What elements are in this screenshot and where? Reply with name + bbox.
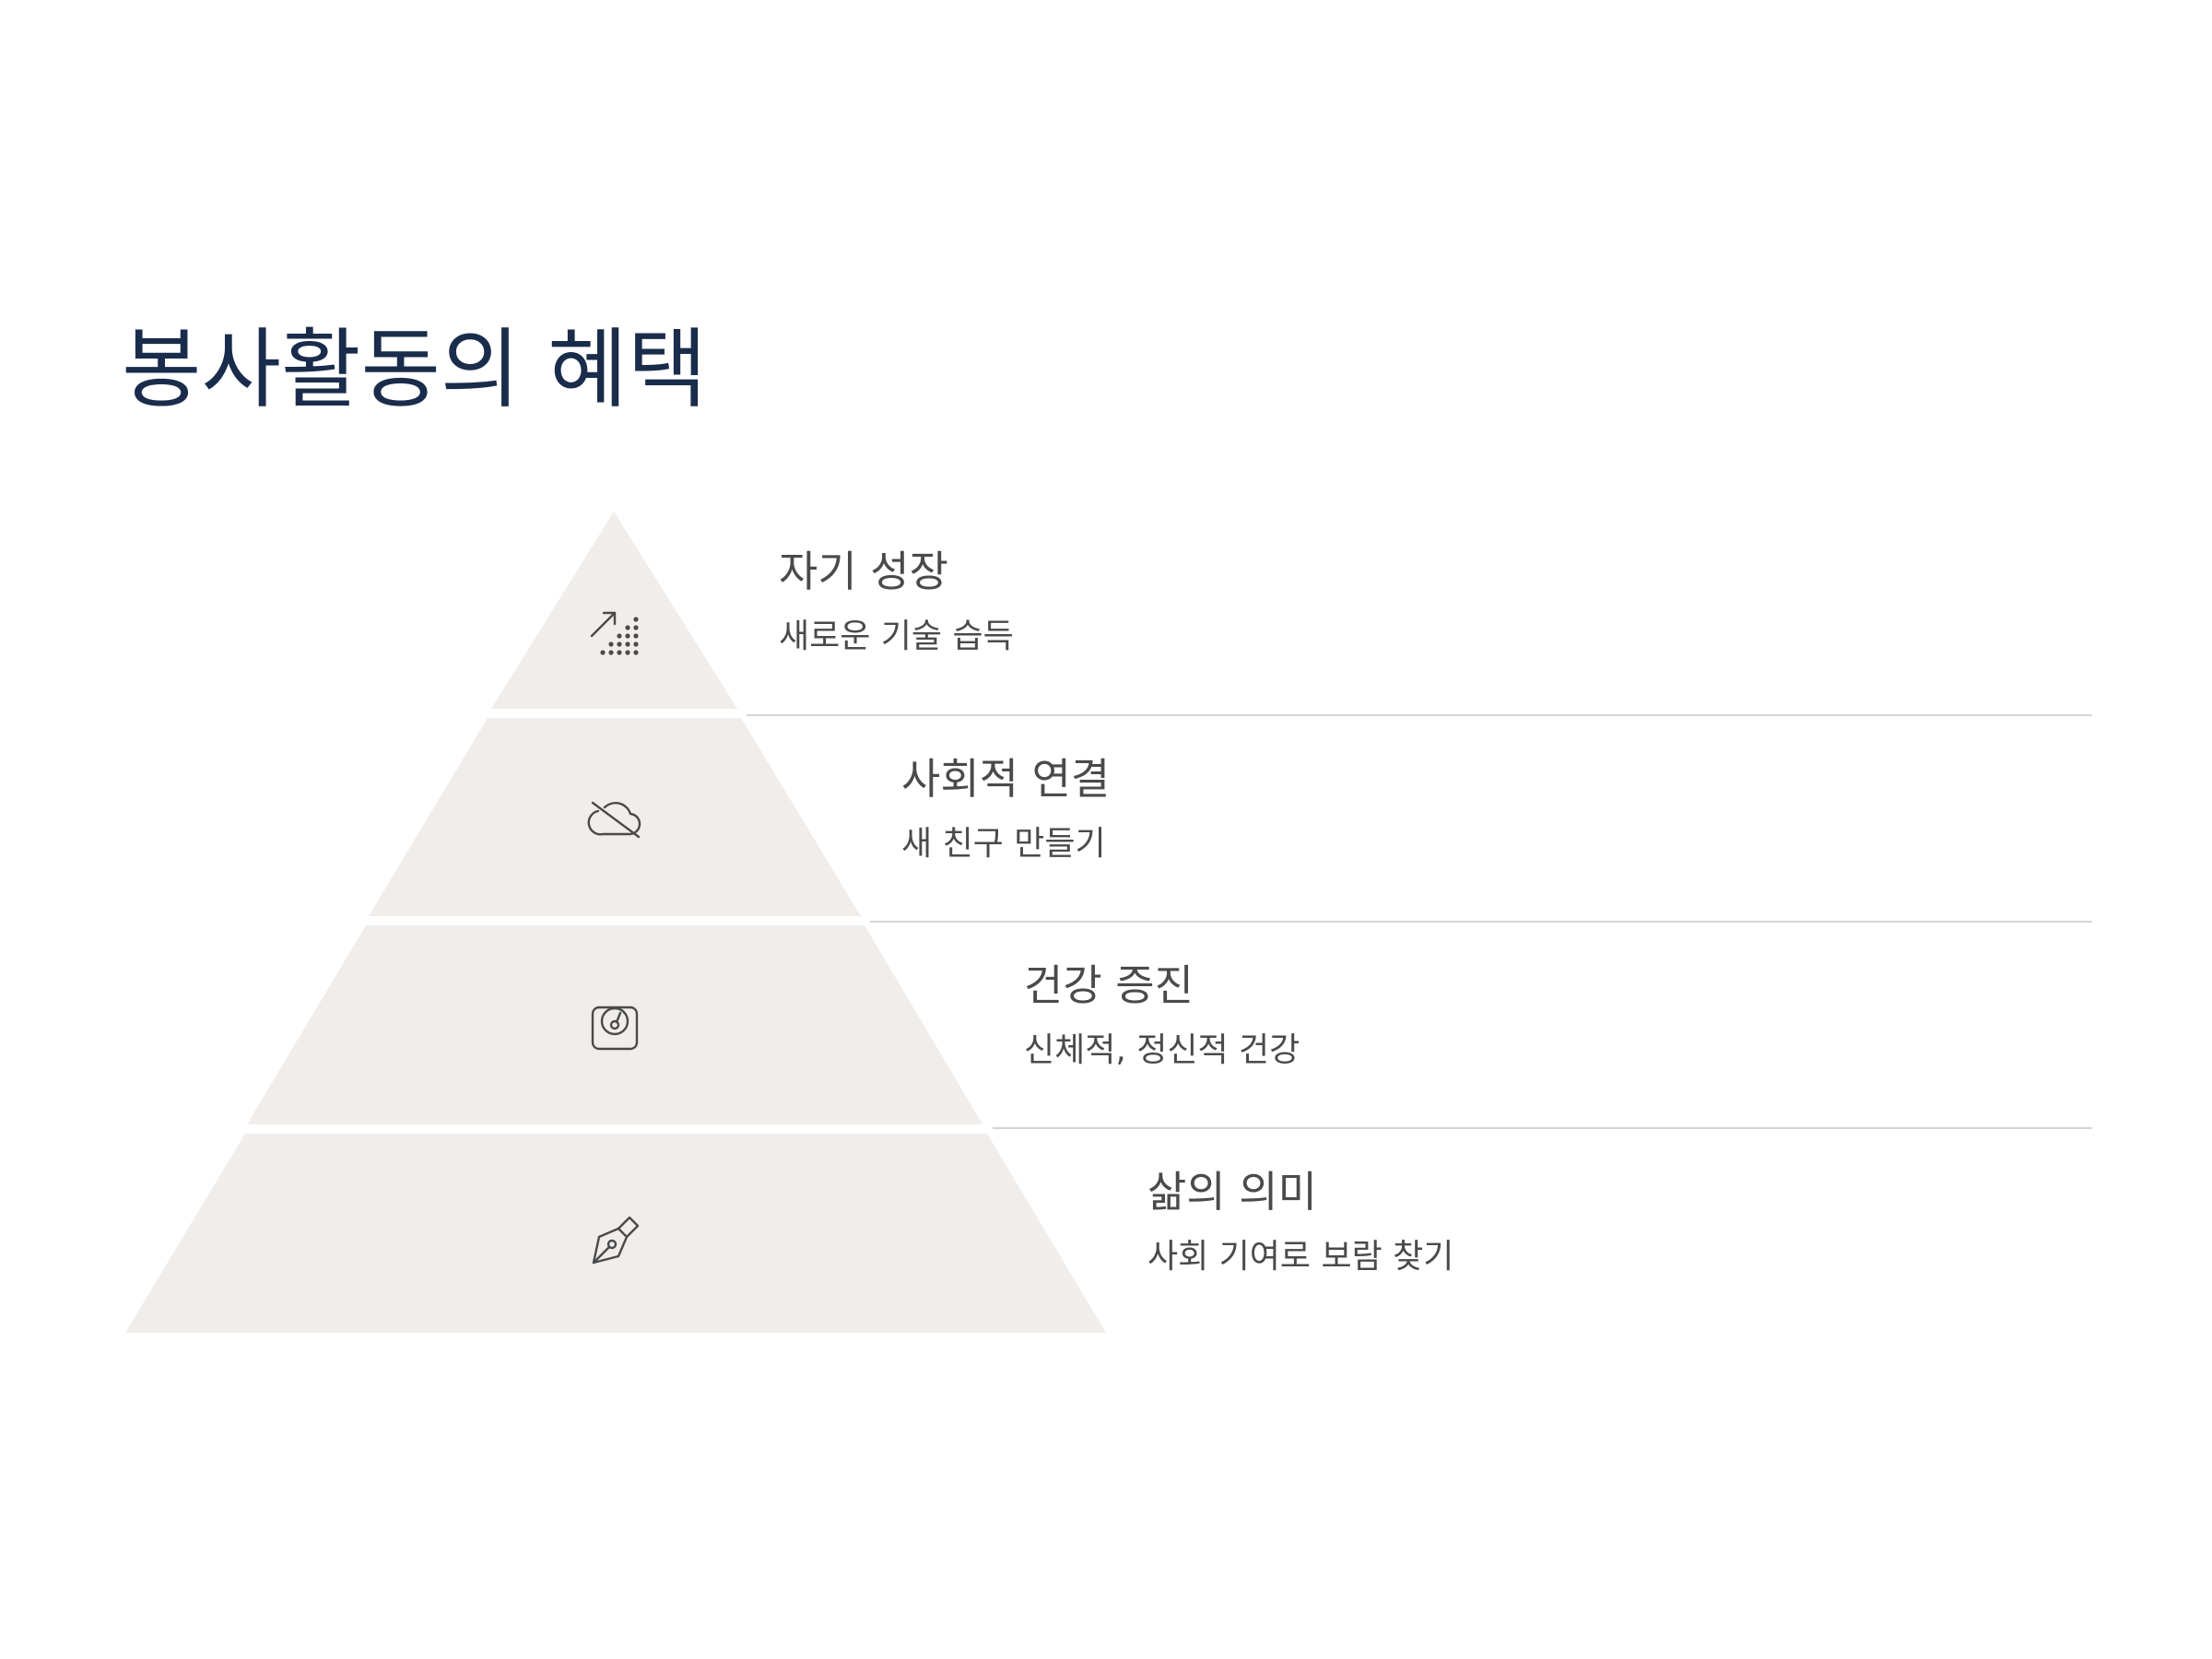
level-subtitle: 새로운 기술 습득 (779, 618, 1014, 655)
level-title: 사회적 연결 (901, 754, 1111, 804)
weighing-scale-icon (591, 1006, 639, 1051)
level-title: 건강 증진 (1024, 960, 1194, 1010)
fountain-pen-icon (592, 1216, 640, 1265)
level-3-text: 건강 증진 신체적, 정신적 건강 (1024, 964, 1300, 1067)
level-2-text: 사회적 연결 새 친구 만들기 (901, 758, 1110, 861)
level-4-text: 삶의 의미 사회 기여로 보람 찾기 (1147, 1171, 1453, 1274)
level-subtitle: 신체적, 정신적 건강 (1024, 1031, 1300, 1069)
level-1-text: 자기 성장 새로운 기술 습득 (779, 550, 1014, 653)
dividers (747, 714, 2092, 1129)
cloud-off-icon (587, 801, 641, 839)
level-title: 삶의 의미 (1147, 1167, 1317, 1217)
growth-chart-icon (590, 611, 639, 655)
pyramid-tier-1 (491, 512, 737, 709)
level-subtitle: 사회 기여로 보람 찾기 (1147, 1238, 1454, 1276)
page-title: 봉사활동의 혜택 (122, 320, 708, 420)
pyramid-tier-3 (247, 925, 982, 1124)
pyramid-tiers (125, 512, 1106, 1333)
pyramid-tier-2 (369, 718, 861, 916)
level-subtitle: 새 친구 만들기 (901, 825, 1106, 863)
level-title: 자기 성장 (779, 547, 948, 596)
pyramid-tier-4 (125, 1134, 1106, 1333)
